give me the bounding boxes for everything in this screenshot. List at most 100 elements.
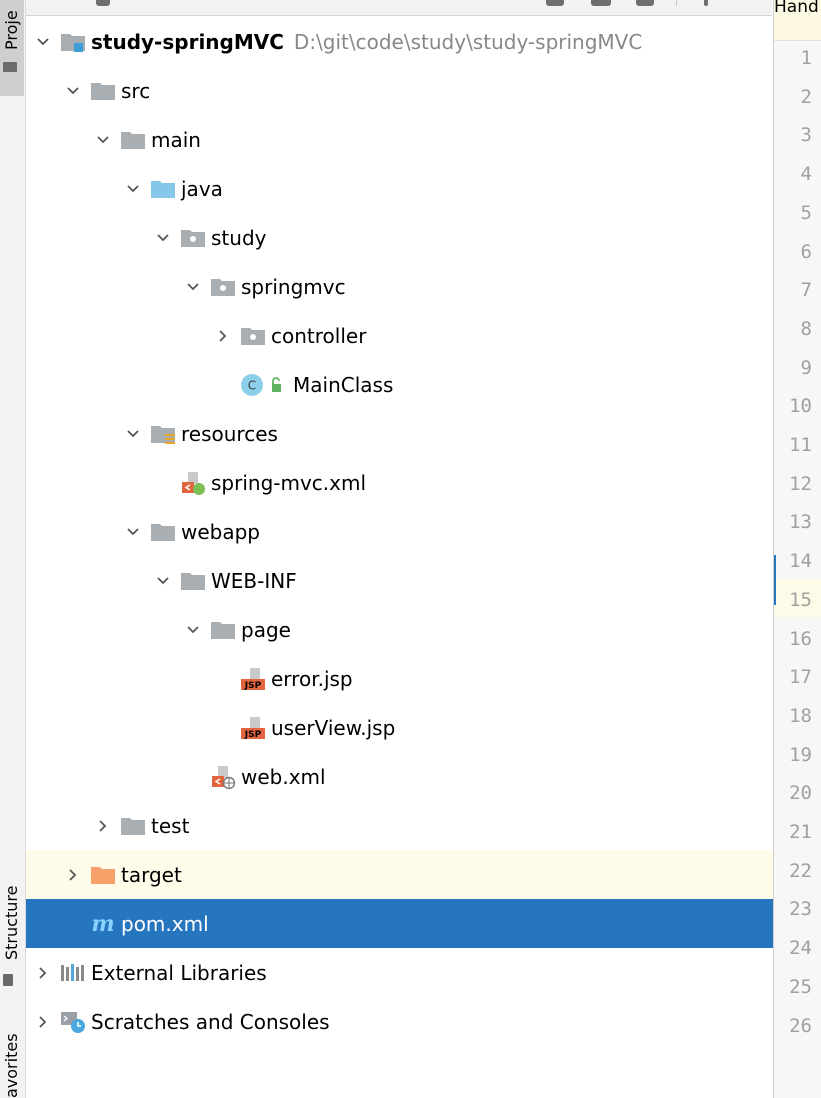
line-number: 5	[800, 201, 812, 224]
line-number: 4	[800, 163, 812, 186]
tree-item-root[interactable]: study-springMVC D:\git\code\study\study-…	[26, 17, 780, 66]
chevron-right-icon[interactable]	[34, 964, 52, 982]
chevron-right-icon[interactable]	[34, 1013, 52, 1031]
tree-item-label: WEB-INF	[211, 568, 297, 593]
editor-tab-title: Hand	[774, 0, 819, 17]
options-icon[interactable]	[636, 0, 654, 6]
folder-icon	[180, 569, 206, 593]
maven-icon: m	[90, 912, 116, 936]
tree-item-webapp[interactable]: webapp	[26, 507, 821, 556]
line-number: 13	[789, 511, 812, 534]
chevron-down-icon[interactable]	[154, 572, 172, 590]
line-number: 20	[789, 782, 812, 805]
chevron-down-icon[interactable]	[124, 425, 142, 443]
tree-item-label: controller	[271, 323, 367, 348]
folder-icon	[210, 618, 236, 642]
chevron-down-icon[interactable]	[184, 621, 202, 639]
chevron-right-icon[interactable]	[64, 866, 82, 884]
tree-item-label: web.xml	[241, 764, 326, 789]
line-number: 7	[800, 279, 812, 302]
package-icon	[240, 324, 266, 348]
tree-item-web-xml[interactable]: web.xml	[26, 752, 821, 801]
tree-item-label: MainClass	[293, 372, 394, 397]
folder-icon	[150, 520, 176, 544]
excluded-folder-icon	[90, 863, 116, 887]
editor-tab[interactable]: Hand	[774, 0, 821, 41]
tree-item-label: main	[151, 127, 201, 152]
line-number: 9	[800, 356, 812, 379]
chevron-down-icon[interactable]	[124, 523, 142, 541]
maven-badge-text: m	[91, 912, 114, 936]
structure-tool-tab[interactable]: Structure	[0, 880, 24, 990]
tree-item-scratches[interactable]: Scratches and Consoles	[26, 997, 780, 1046]
tree-item-main[interactable]: main	[26, 115, 821, 164]
tree-item-test[interactable]: test	[26, 801, 821, 850]
tree-item-error-jsp[interactable]: JSP error.jsp	[26, 654, 821, 703]
tree-item-controller[interactable]: controller	[26, 311, 821, 360]
line-number: 18	[789, 704, 812, 727]
tree-item-label: study-springMVC	[91, 29, 284, 54]
toolbar-dropdown-icon[interactable]	[96, 0, 110, 6]
tree-item-mainclass[interactable]: C MainClass	[26, 360, 821, 409]
chevron-right-icon[interactable]	[214, 327, 232, 345]
line-number: 8	[800, 317, 812, 340]
tree-item-userview-jsp[interactable]: JSP userView.jsp	[26, 703, 821, 752]
tree-item-label: error.jsp	[271, 666, 353, 691]
chevron-down-icon[interactable]	[154, 229, 172, 247]
line-number: 26	[789, 1014, 812, 1037]
tree-item-src[interactable]: src	[26, 66, 810, 115]
structure-tab-label: Structure	[2, 885, 21, 960]
project-tab-label: Proje	[2, 10, 21, 50]
jsp-file-icon: JSP	[240, 667, 266, 691]
spring-xml-icon	[180, 471, 206, 495]
tree-item-label: External Libraries	[91, 960, 267, 985]
tree-item-label: resources	[181, 421, 278, 446]
line-number: 15	[789, 588, 812, 611]
line-number: 3	[800, 124, 812, 147]
tree-item-pom-xml[interactable]: m pom.xml	[26, 899, 810, 948]
chevron-down-icon[interactable]	[64, 82, 82, 100]
tree-item-label: pom.xml	[121, 911, 209, 936]
tree-item-study[interactable]: study	[26, 213, 821, 262]
tree-item-label: target	[121, 862, 182, 887]
chevron-down-icon[interactable]	[124, 180, 142, 198]
tree-item-label: java	[181, 176, 223, 201]
line-number: 1	[800, 47, 812, 69]
tree-item-target[interactable]: target	[26, 850, 810, 899]
line-number: 14	[789, 550, 812, 573]
tree-item-label: Scratches and Consoles	[91, 1009, 330, 1034]
package-icon	[210, 275, 236, 299]
tree-item-page[interactable]: page	[26, 605, 821, 654]
tree-item-java[interactable]: java	[26, 164, 821, 213]
collapse-all-icon[interactable]	[591, 0, 611, 6]
project-tool-tab[interactable]: Proje	[0, 0, 24, 96]
locate-icon[interactable]	[546, 0, 564, 6]
package-icon	[180, 226, 206, 250]
web-xml-icon	[210, 765, 236, 789]
chevron-down-icon[interactable]	[34, 33, 52, 51]
tree-item-external-libraries[interactable]: External Libraries	[26, 948, 780, 997]
line-number: 21	[789, 821, 812, 843]
tree-item-label: test	[151, 813, 190, 838]
favorites-tool-tab[interactable]: avorites	[0, 1030, 24, 1098]
hide-icon[interactable]	[704, 0, 708, 6]
line-number: 6	[800, 240, 812, 263]
structure-icon	[3, 974, 13, 986]
tree-item-label: page	[241, 617, 291, 642]
project-tree[interactable]: study-springMVC D:\git\code\study\study-…	[26, 17, 810, 1098]
class-badge-text: C	[248, 378, 256, 392]
line-number: 19	[789, 743, 812, 766]
project-toolbar	[26, 0, 772, 16]
tree-item-resources[interactable]: resources	[26, 409, 821, 458]
chevron-right-icon[interactable]	[94, 817, 112, 835]
chevron-down-icon[interactable]	[184, 278, 202, 296]
tree-item-springmvc[interactable]: springmvc	[26, 262, 821, 311]
tree-item-web-inf[interactable]: WEB-INF	[26, 556, 821, 605]
line-number: 24	[789, 937, 812, 960]
module-folder-icon	[60, 30, 86, 54]
line-number: 2	[800, 85, 812, 108]
tree-item-spring-mvc-xml[interactable]: spring-mvc.xml	[26, 458, 821, 507]
folder-icon	[120, 128, 146, 152]
chevron-down-icon[interactable]	[94, 131, 112, 149]
